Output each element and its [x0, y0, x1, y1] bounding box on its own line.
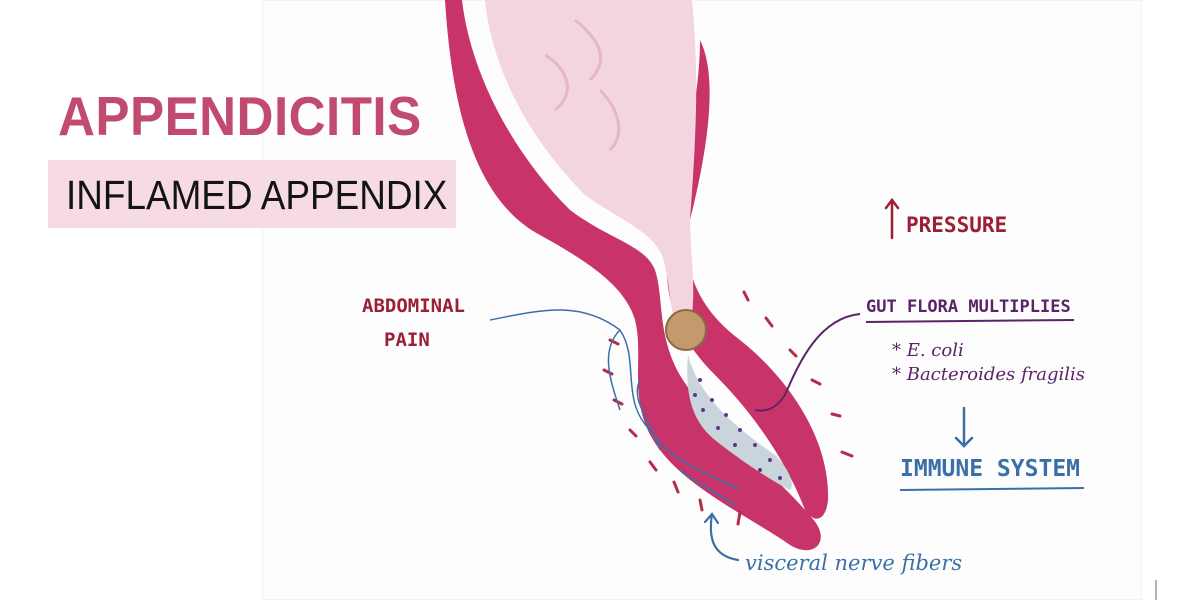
appendix-wall — [445, 0, 821, 551]
lumen-fold — [544, 18, 621, 152]
appendix-lumen — [485, 0, 697, 350]
fecalith-icon — [665, 309, 707, 351]
ecoli-label: * E. coli — [892, 340, 964, 361]
inflammation-marks — [602, 290, 854, 526]
subtitle-banner: INFLAMED APPENDIX — [48, 160, 456, 228]
subtitle: INFLAMED APPENDIX — [66, 172, 448, 218]
page-title: APPENDICITIS — [58, 85, 422, 147]
gut-flora-label: GUT FLORA MULTIPLIES — [866, 297, 1071, 317]
curved-arrow-icon — [703, 512, 740, 562]
appendix-wall-right — [666, 40, 829, 519]
nerve-fibers — [489, 309, 741, 506]
pain-label: PAIN — [384, 329, 430, 351]
gut-flora-underline — [865, 319, 1075, 323]
immune-underline — [899, 487, 1085, 491]
down-arrow-icon — [954, 406, 974, 448]
pressure-label: PRESSURE — [906, 213, 1007, 237]
immune-system-label: IMMUNE SYSTEM — [900, 456, 1080, 482]
bacteria-region — [687, 355, 792, 490]
bacteroides-label: * Bacteroides fragilis — [892, 364, 1085, 385]
up-arrow-icon — [884, 197, 900, 240]
abdominal-label: ABDOMINAL — [362, 295, 465, 317]
bacteria-dots — [693, 378, 782, 480]
visceral-label: visceral nerve fibers — [745, 551, 962, 575]
flora-pointer — [754, 313, 861, 412]
